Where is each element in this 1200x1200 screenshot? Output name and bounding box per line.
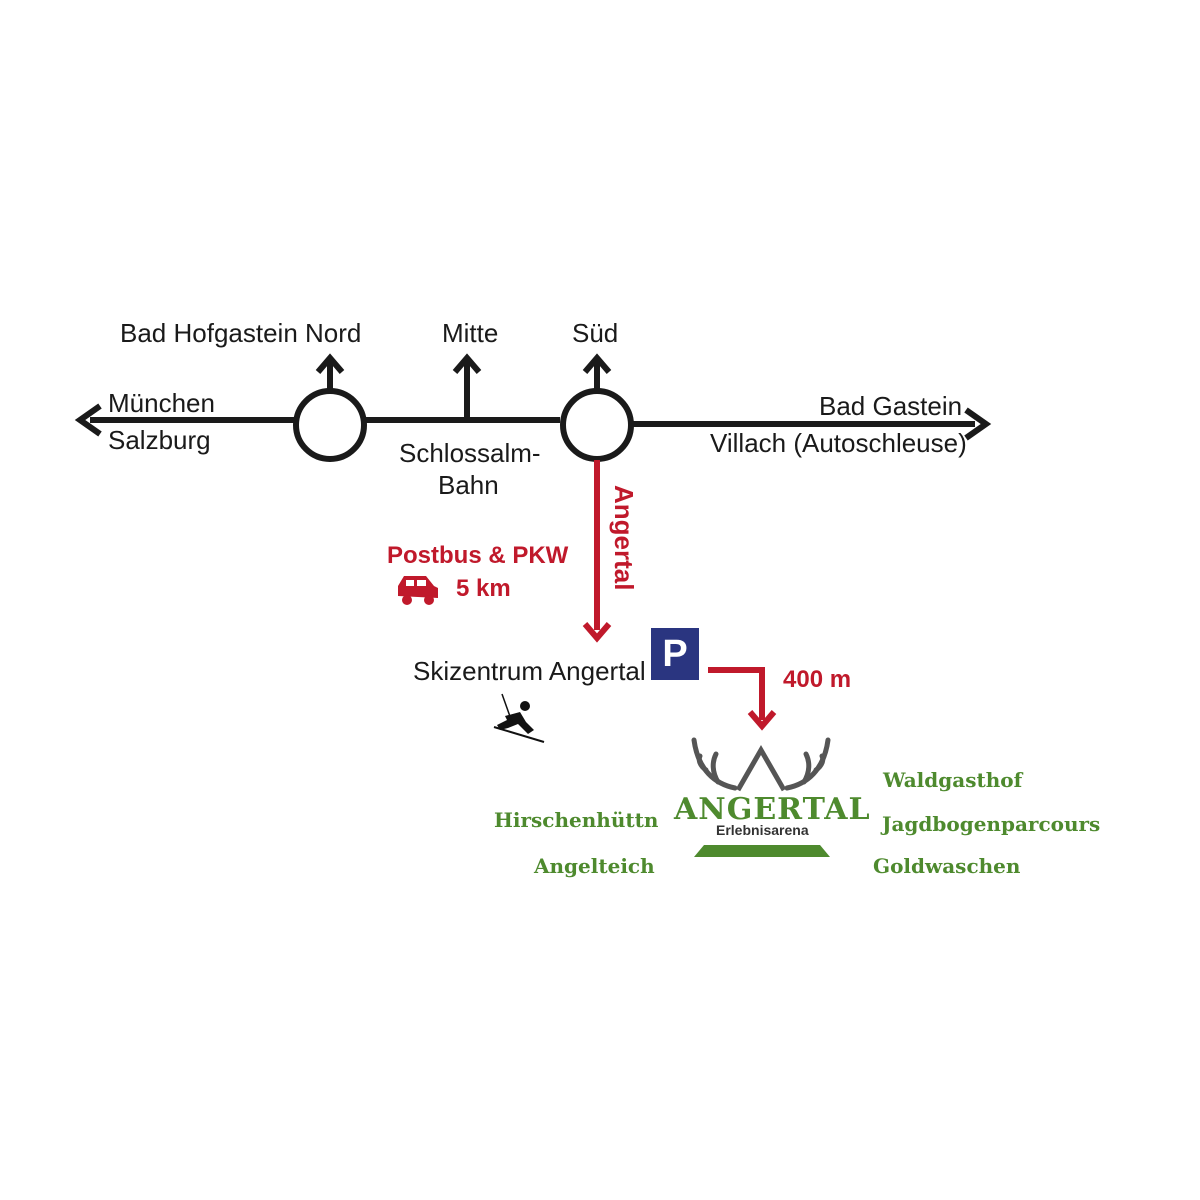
car-icon bbox=[398, 576, 438, 605]
logo-base bbox=[694, 845, 830, 857]
logo-title: ANGERTAL bbox=[674, 792, 871, 827]
walk-distance: 400 m bbox=[783, 666, 852, 693]
destination-east-1: Bad Gastein bbox=[819, 391, 963, 421]
walk-route bbox=[708, 667, 777, 731]
exit-nord-arrow-icon bbox=[315, 353, 345, 390]
destination-west-1: München bbox=[108, 388, 215, 418]
angertal-route bbox=[582, 460, 612, 643]
schlossalm-label-1: Schlossalm- bbox=[399, 438, 541, 468]
attraction-goldwaschen: Goldwaschen bbox=[873, 854, 1021, 878]
route-distance: 5 km bbox=[456, 575, 511, 602]
junction-nord-label: Bad Hofgastein Nord bbox=[120, 318, 362, 348]
exit-mitte-arrow-icon bbox=[452, 353, 482, 420]
antler-icon bbox=[691, 737, 831, 791]
destination-west-2: Salzburg bbox=[108, 425, 211, 455]
attraction-jagdbogenparcours: Jagdbogenparcours bbox=[882, 812, 1101, 836]
west-arrow-icon bbox=[74, 403, 102, 437]
roundabout-nord bbox=[293, 388, 367, 462]
logo-subtitle: Erlebnisarena bbox=[716, 822, 809, 838]
east-arrow-icon bbox=[964, 407, 992, 441]
junction-mitte-label: Mitte bbox=[442, 318, 499, 348]
attraction-waldgasthof: Waldgasthof bbox=[883, 768, 1023, 792]
parking-icon bbox=[651, 628, 699, 680]
ski-center-label: Skizentrum Angertal bbox=[413, 656, 646, 686]
main-road bbox=[90, 417, 975, 427]
roundabout-sued bbox=[560, 388, 634, 462]
parking-symbol: P bbox=[662, 633, 688, 675]
skier-icon bbox=[493, 693, 545, 743]
transport-label: Postbus & PKW bbox=[387, 542, 569, 569]
destination-east-2: Villach (Autoschleuse) bbox=[710, 428, 967, 458]
exit-sued-arrow-icon bbox=[582, 353, 612, 390]
attraction-hirschenhuettn: Hirschenhüttn bbox=[494, 808, 659, 832]
attraction-angelteich: Angelteich bbox=[534, 854, 655, 878]
junction-sued-label: Süd bbox=[572, 318, 619, 348]
tent-icon bbox=[735, 744, 787, 792]
schlossalm-label-2: Bahn bbox=[438, 470, 499, 500]
route-road-name: Angertal bbox=[609, 485, 639, 591]
